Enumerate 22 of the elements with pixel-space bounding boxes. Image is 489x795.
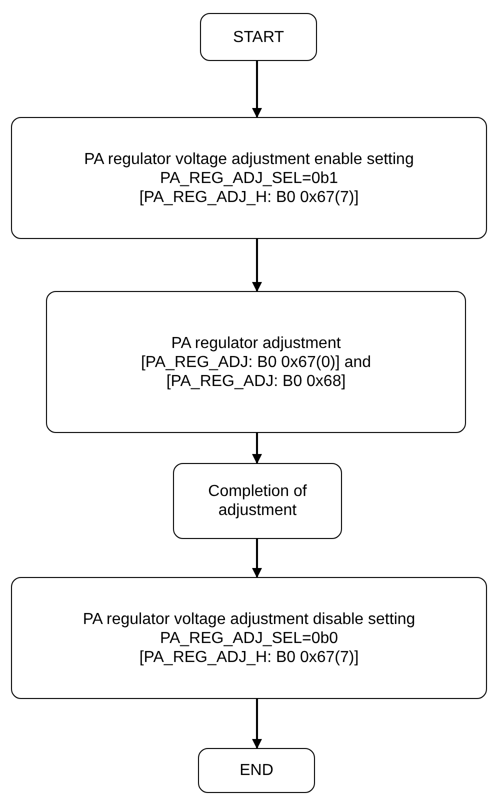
process-box — [46, 291, 466, 433]
process-box — [11, 577, 487, 699]
step-label: PA regulator voltage adjustment enable setting — [84, 150, 414, 168]
register-setting: [PA_REG_ADJ_H: B0 0x67(7)] — [139, 648, 359, 666]
register-setting: PA_REG_ADJ_SEL=0b0 — [160, 628, 338, 648]
terminal-box — [200, 13, 317, 61]
terminal-label: START — [233, 28, 284, 46]
process-box — [11, 117, 487, 239]
process-box — [173, 463, 342, 539]
register-setting: [PA_REG_ADJ_H: B0 0x67(7)] — [139, 188, 359, 206]
step-label: PA regulator adjustment — [171, 334, 341, 352]
arrow — [252, 61, 262, 118]
register-setting: PA_REG_ADJ_SEL=0b1 — [160, 168, 338, 188]
arrow — [252, 539, 262, 578]
register-setting: [PA_REG_ADJ: B0 0x67(0)] and [PA_REG_ADJ: B0 0x68] — [140, 352, 372, 390]
terminal-box — [198, 748, 315, 793]
arrow — [252, 699, 262, 749]
terminal-label: END — [240, 761, 274, 780]
step-label: PA regulator voltage adjustment disable setting — [82, 610, 416, 628]
step-label: Completion of adjustment — [207, 482, 308, 520]
arrow — [252, 239, 262, 292]
arrow — [252, 433, 262, 464]
